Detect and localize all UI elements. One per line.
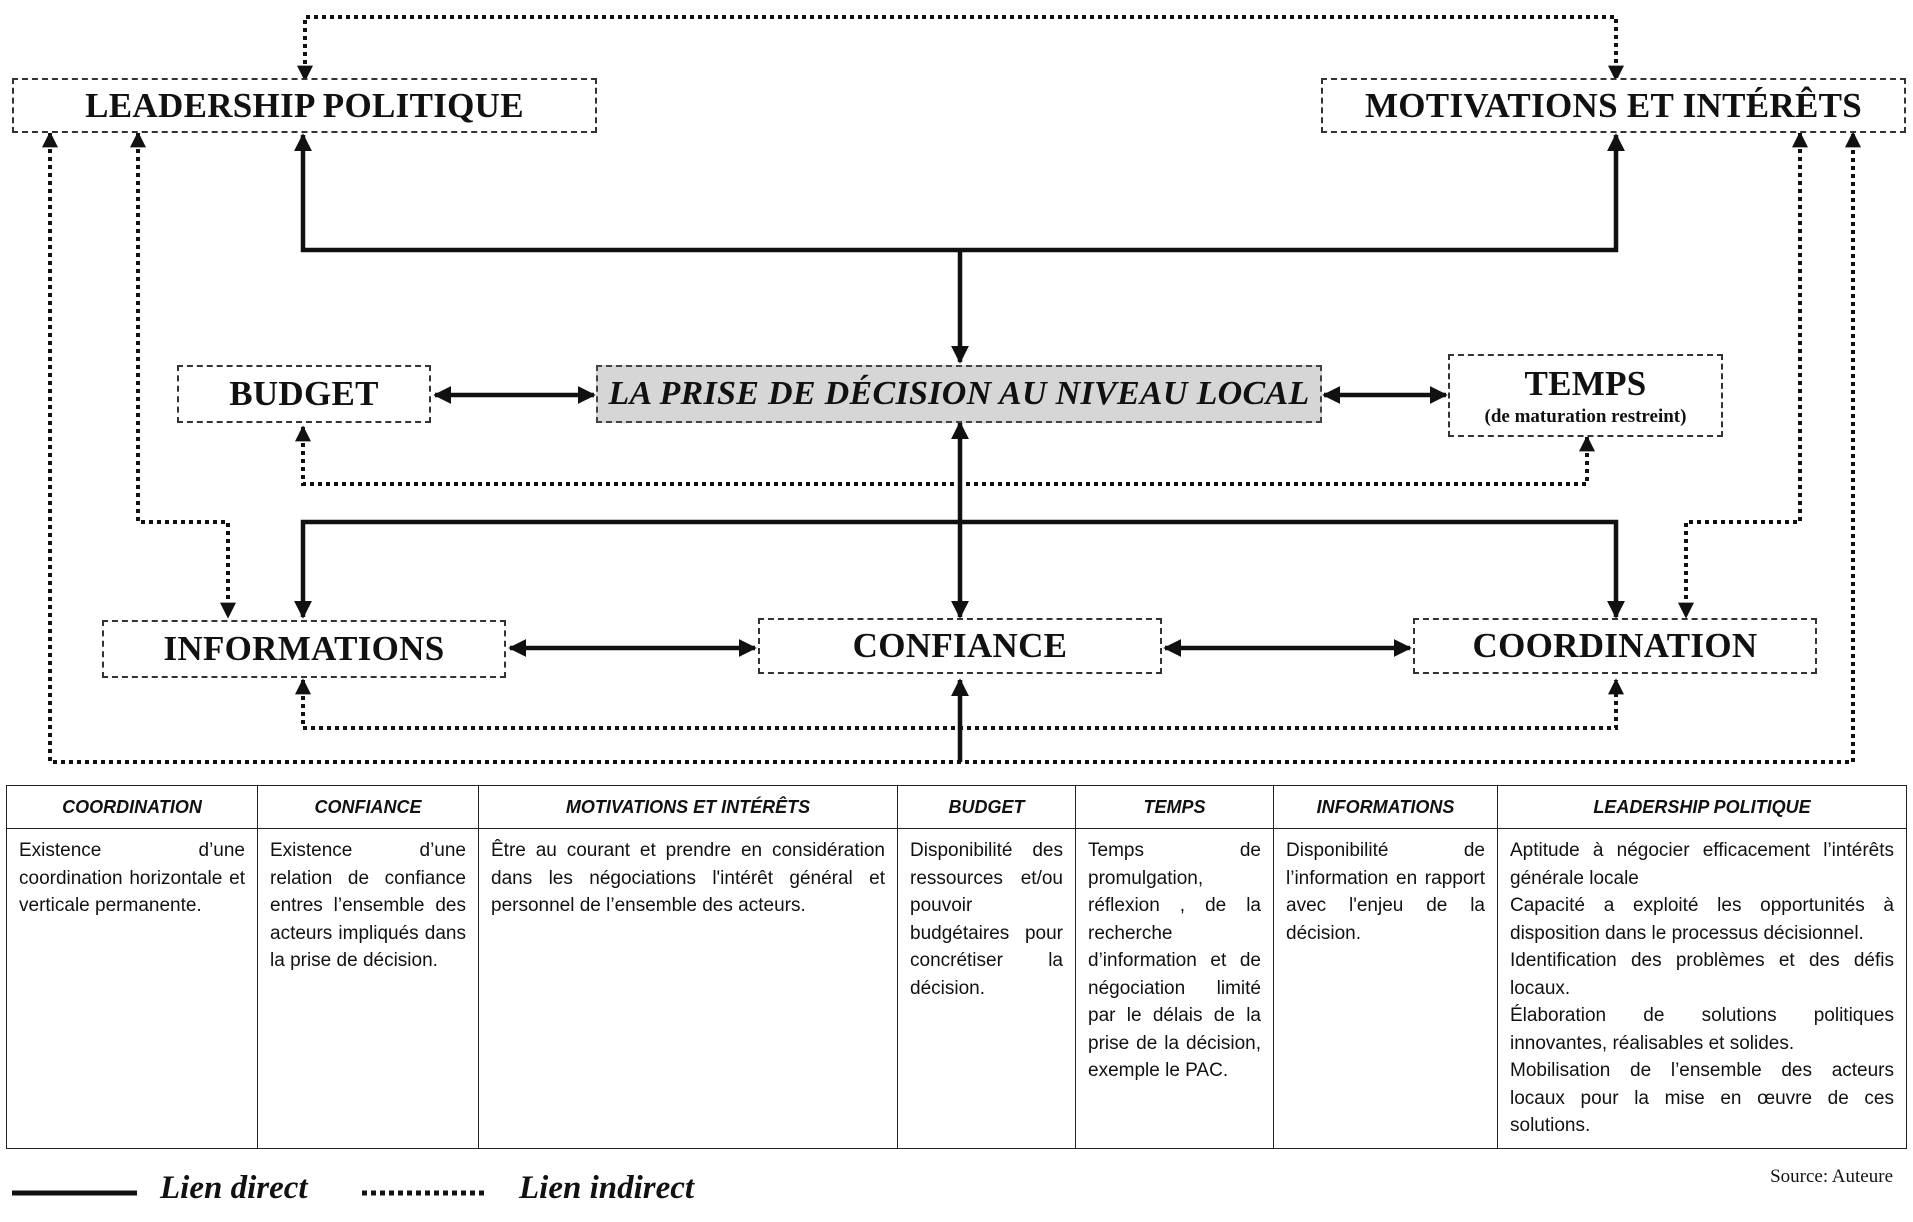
legend-direct-label: Lien direct — [160, 1170, 308, 1206]
definitions-table: COORDINATION CONFIANCE MOTIVATIONS ET IN… — [6, 785, 1907, 1149]
coordination-box: COORDINATION — [1413, 618, 1817, 674]
header-leadership: LEADERSHIP POLITIQUE — [1497, 785, 1907, 829]
informations-label: INFORMATIONS — [163, 629, 445, 668]
temps-box: TEMPS (de maturation restreint) — [1448, 354, 1723, 437]
leadership-politique-label: LEADERSHIP POLITIQUE — [85, 85, 524, 125]
indirect-link-outer-loop — [42, 131, 1861, 764]
table-header-row: COORDINATION CONFIANCE MOTIVATIONS ET IN… — [6, 785, 1907, 829]
confiance-label: CONFIANCE — [852, 626, 1068, 665]
table-row: Existence d’une coordination horizontale… — [6, 828, 1907, 1149]
indirect-link-leadership-informations — [130, 131, 236, 619]
indirect-link-budget-temps — [295, 425, 1595, 486]
cell-confiance: Existence d’une relation de confiance en… — [257, 828, 479, 1149]
motivations-interets-box: MOTIVATIONS ET INTÉRÊTS — [1321, 78, 1906, 133]
direct-link-to-coordination — [960, 519, 1625, 619]
direct-link-center-leadership — [294, 133, 960, 253]
header-confiance: CONFIANCE — [257, 785, 479, 829]
leadership-politique-box: LEADERSHIP POLITIQUE — [12, 78, 597, 133]
informations-box: INFORMATIONS — [102, 620, 506, 678]
header-motivations: MOTIVATIONS ET INTÉRÊTS — [478, 785, 898, 829]
cell-temps: Temps de promulgation, réflexion , de la… — [1075, 828, 1274, 1149]
indirect-link-leadership-motivations — [297, 15, 1624, 82]
budget-label: BUDGET — [229, 374, 379, 413]
confiance-box: CONFIANCE — [758, 618, 1162, 674]
header-informations: INFORMATIONS — [1273, 785, 1498, 829]
leadership-line: Mobilisation de l’ensemble des acteurs l… — [1510, 1060, 1894, 1136]
leadership-line: Aptitude à négocier efficacement l’intér… — [1510, 840, 1894, 889]
legend-indirect-label: Lien indirect — [519, 1170, 695, 1206]
direct-link-center-motivations — [960, 133, 1625, 253]
leadership-line: Identification des problèmes et des défi… — [1510, 950, 1894, 999]
temps-label: TEMPS — [1524, 363, 1647, 403]
header-coordination: COORDINATION — [6, 785, 258, 829]
header-temps: TEMPS — [1075, 785, 1274, 829]
motivations-interets-label: MOTIVATIONS ET INTÉRÊTS — [1364, 85, 1863, 125]
direct-link-to-informations — [294, 519, 960, 619]
indirect-link-motivations-coordination — [1678, 131, 1808, 619]
indirect-link-informations-coordination — [295, 678, 1624, 730]
temps-sublabel: (de maturation restreint) — [1484, 405, 1687, 427]
source-note: Source: Auteure — [1770, 1166, 1893, 1187]
cell-leadership: Aptitude à négocier efficacement l’intér… — [1497, 828, 1907, 1149]
decision-center-label: LA PRISE DE DÉCISION AU NIVEAU LOCAL — [608, 375, 1310, 412]
header-budget: BUDGET — [897, 785, 1076, 829]
decision-center-box: LA PRISE DE DÉCISION AU NIVEAU LOCAL — [596, 365, 1322, 423]
coordination-label: COORDINATION — [1472, 626, 1758, 665]
cell-informations: Disponibilité de l’information en rappor… — [1273, 828, 1498, 1149]
cell-budget: Disponibilité des ressources et/ou pouvo… — [897, 828, 1076, 1149]
leadership-line: Élaboration de solutions politiques inno… — [1510, 1005, 1894, 1054]
budget-box: BUDGET — [177, 365, 431, 423]
leadership-line: Capacité a exploité les opportunités à d… — [1510, 895, 1894, 944]
cell-coordination: Existence d’une coordination horizontale… — [6, 828, 258, 1149]
cell-motivations: Être au courant et prendre en considérat… — [478, 828, 898, 1149]
